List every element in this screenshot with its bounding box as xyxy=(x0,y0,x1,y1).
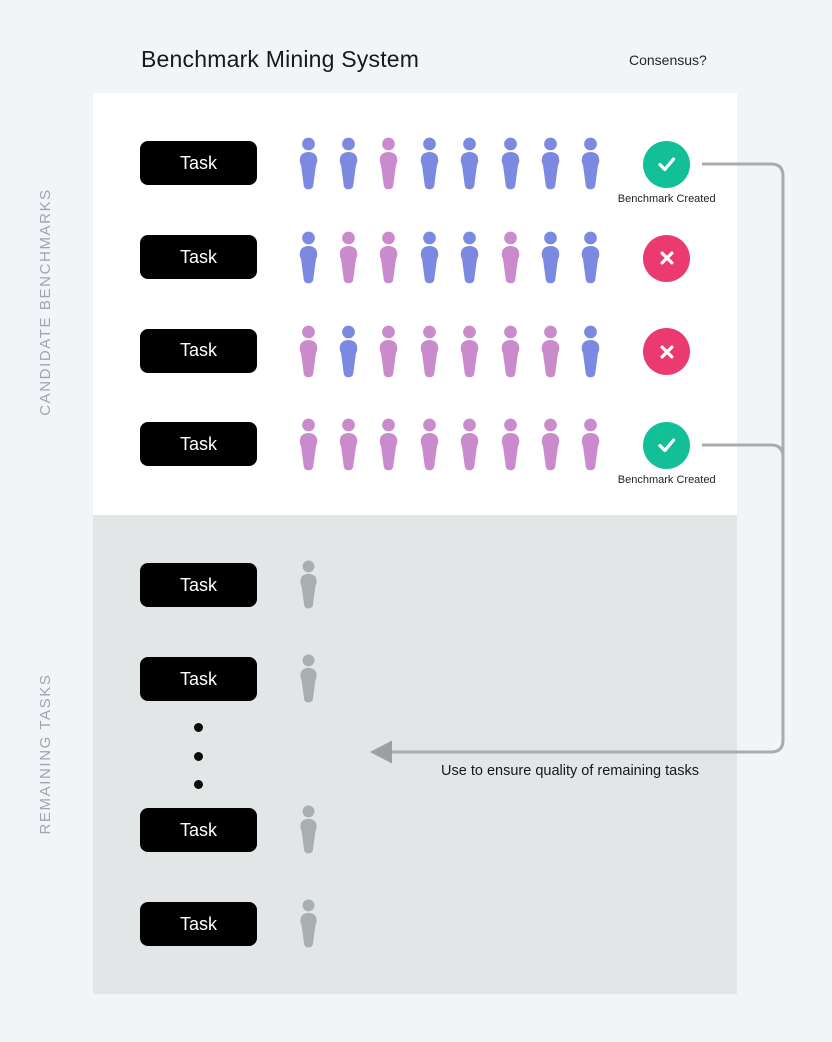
task-chip: Task xyxy=(140,422,257,466)
ellipsis-dot xyxy=(194,723,203,732)
annotator-person-icon-pink xyxy=(577,418,604,472)
annotator-person-icon-pink xyxy=(335,418,362,472)
annotator-person-icon-pink xyxy=(537,418,564,472)
annotator-person-icon-pink xyxy=(295,418,322,472)
annotator-person-icon-pink xyxy=(497,418,524,472)
task-chip: Task xyxy=(140,902,257,946)
page-title: Benchmark Mining System xyxy=(141,46,420,72)
task-chip: Task xyxy=(140,141,257,185)
consensus-column-label: Consensus? xyxy=(629,52,707,68)
benchmark-created-label: Benchmark Created xyxy=(617,474,716,486)
ellipsis-dot xyxy=(194,751,203,761)
annotator-person-icon-pink xyxy=(375,418,402,472)
remaining-tasks-section-label: REMAINING TASKS xyxy=(37,673,54,835)
remaining-task-row: Task xyxy=(93,515,737,994)
task-chip: Task xyxy=(140,563,257,607)
task-chip: Task xyxy=(140,328,257,373)
consensus-check-icon xyxy=(643,421,691,469)
annotator-person-icon-pink xyxy=(456,418,483,472)
remaining-task-row: Task xyxy=(93,515,737,994)
arrow-annotation: Use to ensure quality of remaining tasks xyxy=(441,763,699,779)
task-chip: Task xyxy=(140,235,257,279)
remaining-task-row: Task xyxy=(93,515,737,994)
ellipsis-dot xyxy=(194,780,203,789)
task-chip: Task xyxy=(140,808,257,852)
task-chip: Task xyxy=(140,657,257,701)
remaining-task-row: Task xyxy=(93,515,737,994)
annotator-person-icon-pink xyxy=(416,418,443,472)
annotator-person-icon-gray xyxy=(296,899,321,949)
candidate-benchmarks-section-label: CANDIDATE BENCHMARKS xyxy=(37,188,54,416)
